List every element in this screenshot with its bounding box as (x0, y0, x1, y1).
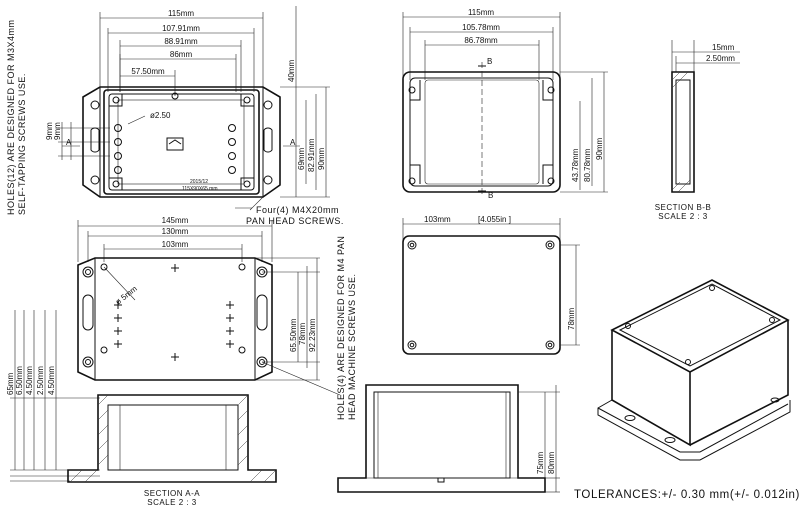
plan-dim-103: 103mm (424, 215, 451, 224)
dim-9-a: 9mm (53, 122, 62, 140)
note-screws-2: PAN HEAD SCREWS. (246, 216, 344, 226)
lid-dim-105-78: 105.78mm (462, 23, 500, 32)
note-holes-4: HOLES(4) ARE DESIGNED FOR M4 PAN (336, 236, 346, 420)
base-plan-view (402, 218, 580, 355)
lid-dim-115: 115mm (468, 8, 494, 17)
section-b-top: B (487, 57, 492, 66)
section-aa-title: SECTION A-A (144, 489, 200, 498)
isometric-view (597, 279, 791, 461)
dim-57-50: 57.50mm (131, 67, 165, 76)
note-screws: Four(4) M4X20mm (256, 205, 339, 215)
aa-dim-6-50: 6.50mm (15, 366, 24, 395)
bottom-view (77, 220, 341, 396)
plan-dim-78: 78mm (567, 307, 576, 330)
note-holes-12: HOLES(12) ARE DESIGNED FOR M3X4mm (6, 19, 16, 215)
dim-82-91: 82.91mm (307, 138, 316, 172)
lid-dim-43-78: 43.78mm (571, 148, 580, 182)
section-bb-title: SECTION B-B (655, 203, 712, 212)
section-a-left: A (66, 138, 72, 147)
lid-dim-80-78: 80.78mm (583, 148, 592, 182)
bb-dim-2-50: 2.50mm (706, 54, 735, 63)
dim-107-91: 107.91mm (162, 24, 200, 33)
lid-label-date: 2015/12 (190, 179, 208, 185)
section-a-right: A (290, 138, 296, 147)
aa-dim-65: 65mm (6, 372, 15, 395)
section-aa-view (10, 310, 277, 483)
side-dim-75: 75mm (536, 451, 545, 474)
base-dim-145: 145mm (162, 216, 189, 225)
lid-dim-86-78: 86.78mm (464, 36, 498, 45)
dim-69: 69mm (297, 147, 306, 170)
bb-dim-15: 15mm (712, 43, 735, 52)
aa-dim-4-50-b: 4.50mm (47, 366, 56, 395)
aa-dim-4-50: 4.50mm (25, 366, 34, 395)
dim-40: 40mm (287, 59, 296, 82)
base-dim-130: 130mm (162, 227, 189, 236)
dim-9-b: 9mm (45, 122, 54, 140)
dim-88-91: 88.91mm (164, 37, 198, 46)
base-dim-78: 78mm (298, 322, 307, 345)
note-holes-12-2: SELF-TAPPING SCREWS USE. (17, 73, 27, 215)
side-dim-80: 80mm (547, 451, 556, 474)
base-dim-92-23: 92.23mm (308, 318, 317, 352)
lid-dim-90: 90mm (595, 137, 604, 160)
base-dim-65-50: 65.50mm (289, 318, 298, 352)
dim-115: 115mm (168, 9, 194, 18)
note-holes-4-2: HEAD MACHINE SCREWS USE. (347, 273, 357, 420)
section-aa-scale: SCALE 2 : 3 (147, 498, 197, 507)
tolerance-note: TOLERANCES:+/- 0.30 mm(+/- 0.012in) (574, 489, 800, 501)
base-dim-103: 103mm (162, 240, 189, 249)
section-bb-scale: SCALE 2 : 3 (658, 212, 708, 221)
lid-label-size: 115X90X65 mm (182, 186, 217, 192)
section-b-bottom: B (488, 191, 493, 200)
section-bb-view (671, 40, 740, 193)
aa-dim-2-50: 2.50mm (36, 366, 45, 395)
dim-86: 86mm (170, 50, 193, 59)
dim-90: 90mm (317, 147, 326, 170)
lid-view (402, 12, 608, 195)
top-view (58, 6, 330, 211)
hole-dia-label: ø2.50 (150, 111, 171, 120)
plan-dim-103-in: [4.055in ] (478, 215, 511, 224)
side-view (337, 384, 560, 493)
base-hole-dia: ø 5mm (114, 284, 139, 307)
